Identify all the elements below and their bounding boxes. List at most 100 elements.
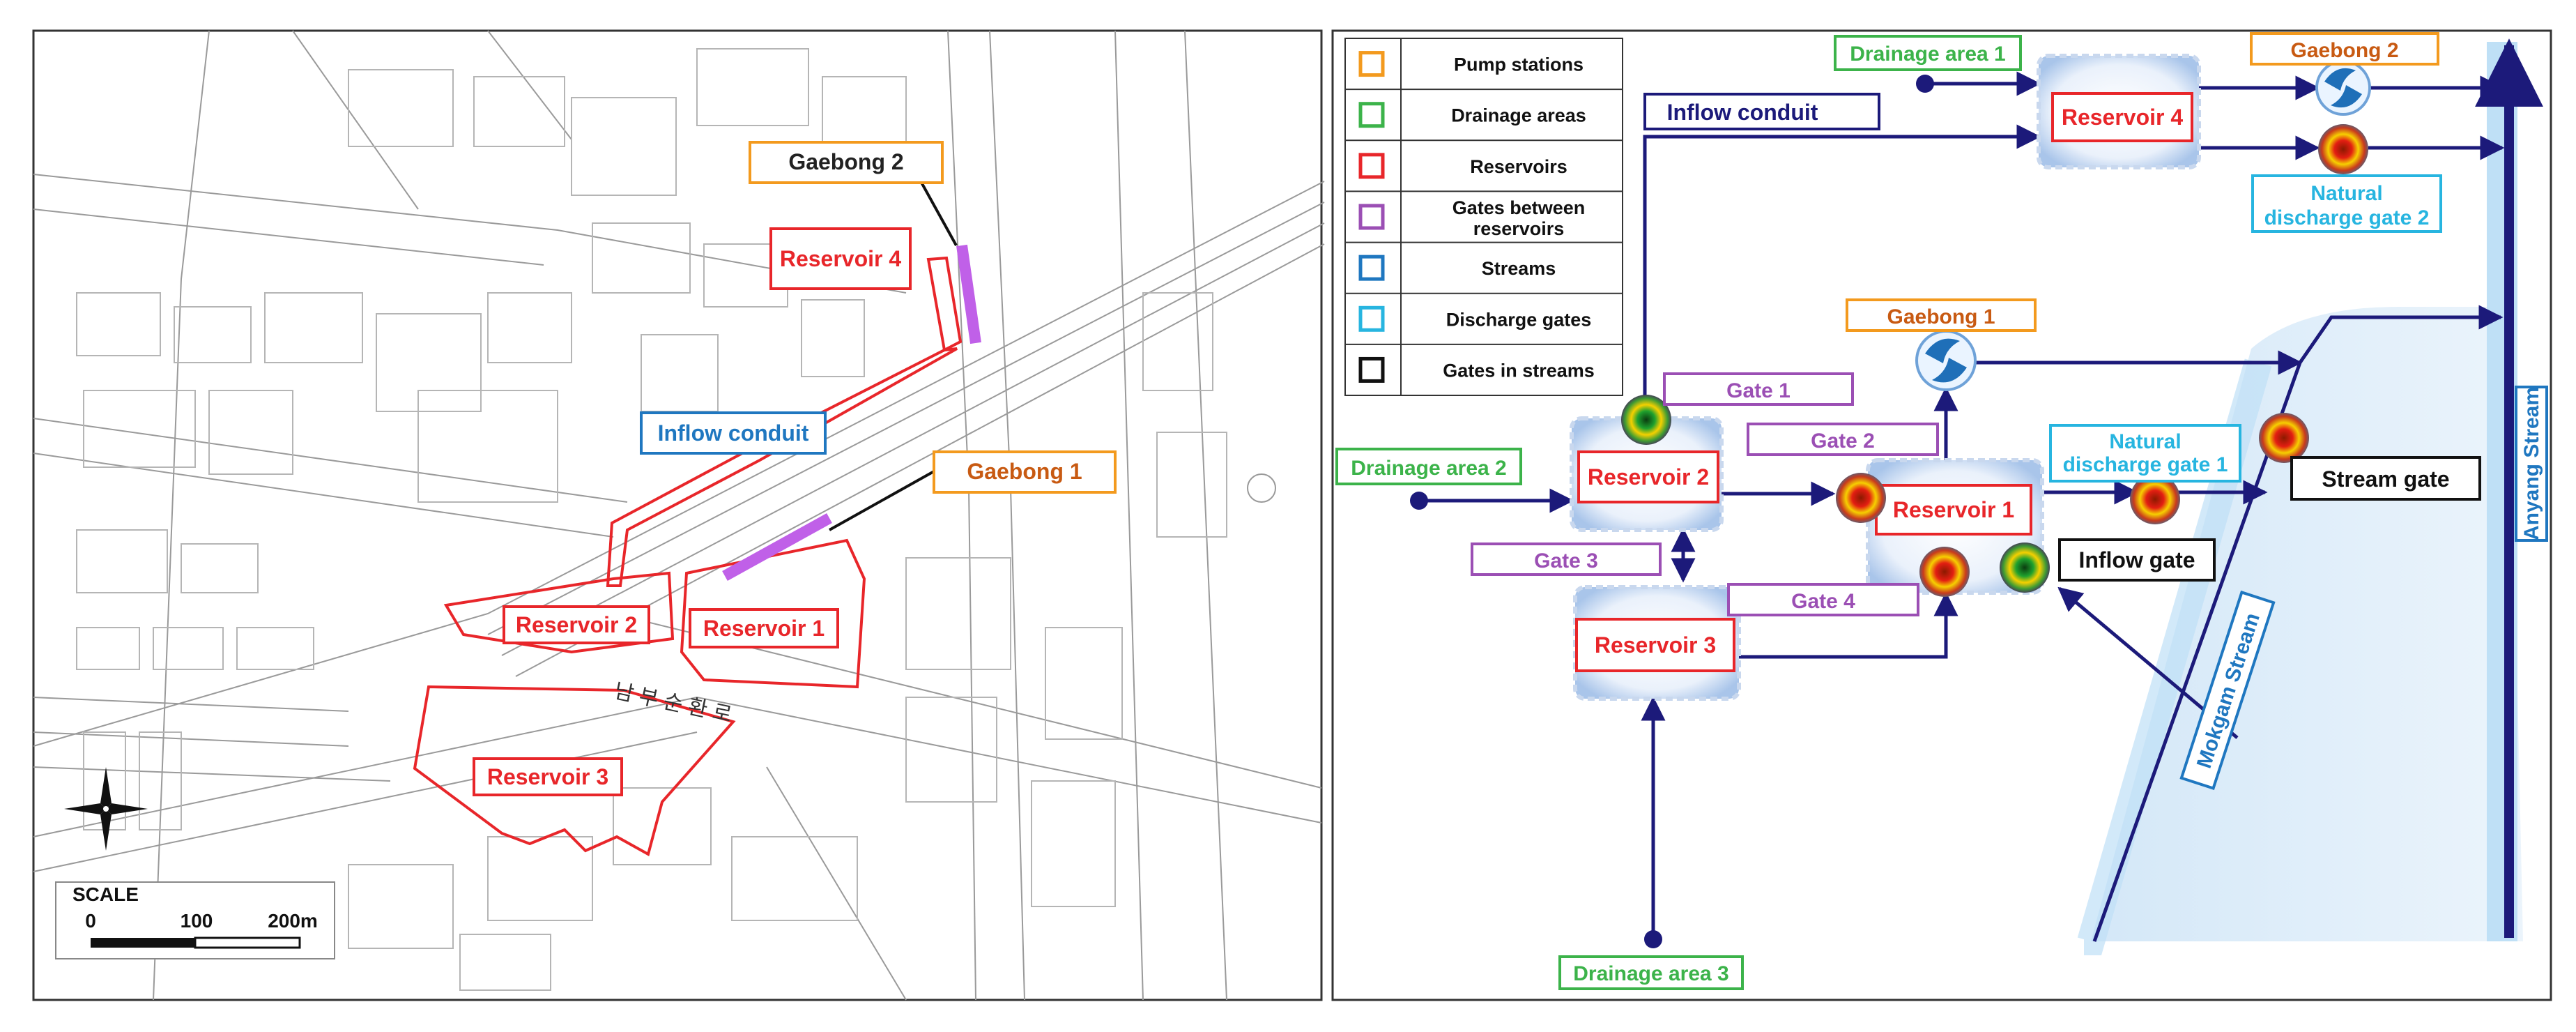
map-reservoir-3-box bbox=[473, 757, 623, 796]
gate-3-box bbox=[1471, 542, 1662, 576]
legend-swatch bbox=[1358, 255, 1385, 281]
natural-discharge-gate-1-disc-icon bbox=[2130, 474, 2180, 524]
map-reservoir-4-outline bbox=[926, 256, 963, 353]
gaebong-2-box bbox=[2250, 32, 2439, 66]
drainage-area-3-box bbox=[1558, 955, 1744, 990]
map-reservoir-1-outline bbox=[680, 538, 866, 689]
compass-rose-icon bbox=[64, 767, 148, 851]
legend-label: Pump stations bbox=[1454, 54, 1584, 75]
legend-swatch bbox=[1358, 102, 1385, 128]
inflow-gate-disc-icon bbox=[2000, 542, 2050, 593]
inflow-conduit-label: Inflow conduit bbox=[1667, 100, 1818, 125]
drainage-area-3-label: Drainage area 3 bbox=[1573, 962, 1728, 985]
legend-swatch bbox=[1358, 153, 1385, 179]
stream-gate-disc-icon bbox=[2259, 413, 2309, 463]
reservoir-2-node: Reservoir 2 bbox=[1570, 416, 1724, 532]
map-reservoirs bbox=[413, 256, 963, 856]
map-reservoir-4-box bbox=[769, 227, 912, 290]
legend-label: Gates between bbox=[1452, 197, 1586, 218]
map-reservoir-1-box bbox=[689, 608, 839, 648]
pump-swirl-icon bbox=[1915, 330, 1977, 391]
map-reservoir-4-label: Reservoir 4 bbox=[780, 246, 902, 271]
map-inflow-conduit-label: Inflow conduit bbox=[658, 420, 809, 446]
drainage-area-3-dot bbox=[1644, 930, 1662, 948]
scale-tick-200: 200m bbox=[268, 910, 318, 932]
drainage-area-2-box bbox=[1335, 448, 1522, 485]
map-reservoir-2-outline bbox=[443, 571, 675, 654]
reservoir-1-label: Reservoir 1 bbox=[1893, 497, 2014, 522]
scale-tick-100: 100 bbox=[181, 910, 213, 932]
gate-1-disc-icon bbox=[1621, 395, 1671, 445]
legend-swatch bbox=[1358, 305, 1385, 332]
map-gaebong-2-label: Gaebong 2 bbox=[788, 149, 903, 174]
gaebong-2-label: Gaebong 2 bbox=[2290, 39, 2398, 62]
gate-4-box bbox=[1727, 583, 1919, 616]
map-inflow-conduit-outline bbox=[606, 347, 958, 587]
anyang-stream-label: Anyang Stream bbox=[2520, 387, 2543, 540]
map-scale-bar: SCALE 0 100 200m bbox=[55, 881, 335, 959]
map-reservoir-3-outline bbox=[413, 685, 736, 856]
reservoir-4-label: Reservoir 4 bbox=[2062, 105, 2184, 130]
reservoir-3-label: Reservoir 3 bbox=[1595, 632, 1716, 658]
map-gaebong-2-bar bbox=[956, 244, 981, 344]
gaebong-1-label: Gaebong 1 bbox=[1887, 305, 1995, 328]
inflow-gate-label: Inflow gate bbox=[2078, 547, 2195, 572]
gate-1-box bbox=[1663, 372, 1854, 406]
drainage-area-1-label: Drainage area 1 bbox=[1850, 43, 2005, 66]
gaebong-1-box bbox=[1846, 298, 2037, 332]
scale-tick-0: 0 bbox=[85, 910, 96, 932]
gate-4-label: Gate 4 bbox=[1791, 590, 1855, 613]
gate-1-label: Gate 1 bbox=[1726, 379, 1791, 402]
natural-discharge-gate-2-box bbox=[2251, 174, 2442, 233]
stream-gate-box bbox=[2290, 456, 2481, 501]
flow-lines bbox=[1419, 38, 2543, 942]
legend-label: Drainage areas bbox=[1451, 105, 1586, 126]
map-gaebong-1-bar bbox=[722, 513, 832, 581]
legend-label: Discharge gates bbox=[1446, 309, 1592, 330]
natural-discharge-gate-1-box bbox=[2049, 424, 2241, 483]
site-map: Gaebong 2 Reservoir 4 Inflow conduit Gae… bbox=[32, 29, 1325, 1001]
drainage-area-2-label: Drainage area 2 bbox=[1351, 457, 1506, 480]
inflow-gate-box bbox=[2058, 538, 2216, 582]
natural-discharge-gate-2-disc-icon bbox=[2318, 124, 2368, 174]
gate-4-disc-icon bbox=[1919, 547, 1970, 597]
legend-label: Reservoirs bbox=[1470, 156, 1567, 177]
map-gaebong-1-leader bbox=[829, 470, 935, 531]
legend-swatch bbox=[1358, 204, 1385, 230]
legend-label: Gates in streams bbox=[1443, 360, 1595, 381]
drainage-area-2-dot bbox=[1410, 492, 1428, 510]
legend-swatch bbox=[1358, 51, 1385, 77]
legend-swatch bbox=[1358, 356, 1385, 383]
gate-2-disc-icon bbox=[1836, 473, 1886, 523]
map-reservoir-2-box bbox=[503, 605, 650, 644]
legend-label: reservoirs bbox=[1473, 218, 1565, 239]
stream-gate-label: Stream gate bbox=[2322, 466, 2449, 492]
map-inflow-conduit-box bbox=[640, 411, 827, 455]
drainage-area-1-box bbox=[1834, 35, 2022, 71]
map-reservoir-3-label: Reservoir 3 bbox=[487, 764, 608, 789]
natural-discharge-gate-1-line1: Natural bbox=[2109, 430, 2181, 453]
pump-swirl-icon bbox=[2315, 60, 2371, 116]
legend-label: Streams bbox=[1482, 258, 1556, 279]
scale-title: SCALE bbox=[72, 883, 139, 905]
gate-2-box bbox=[1747, 423, 1939, 456]
map-gaebong-1-box bbox=[933, 450, 1117, 494]
map-roundabout bbox=[1247, 473, 1276, 503]
map-gaebong-1-label: Gaebong 1 bbox=[967, 459, 1082, 484]
reservoir-1-node: Reservoir 1 bbox=[1866, 458, 2044, 595]
drainage-area-1-dot bbox=[1916, 75, 1934, 93]
map-reservoir-1-label: Reservoir 1 bbox=[703, 616, 825, 641]
map-reservoir-2-label: Reservoir 2 bbox=[516, 612, 637, 637]
anyang-stream-tag: Anyang Stream bbox=[2515, 386, 2548, 542]
reservoir-2-label: Reservoir 2 bbox=[1588, 464, 1709, 490]
natural-discharge-gate-1-line2: discharge gate 1 bbox=[2063, 453, 2228, 476]
gate-3-label: Gate 3 bbox=[1534, 549, 1598, 572]
natural-discharge-gate-2-line2: discharge gate 2 bbox=[2264, 206, 2430, 229]
reservoir-3-node: Reservoir 3 bbox=[1573, 585, 1741, 701]
inflow-conduit-box bbox=[1643, 93, 1880, 130]
map-gaebong-2-leader bbox=[919, 179, 958, 246]
gate-2-label: Gate 2 bbox=[1811, 430, 1875, 453]
